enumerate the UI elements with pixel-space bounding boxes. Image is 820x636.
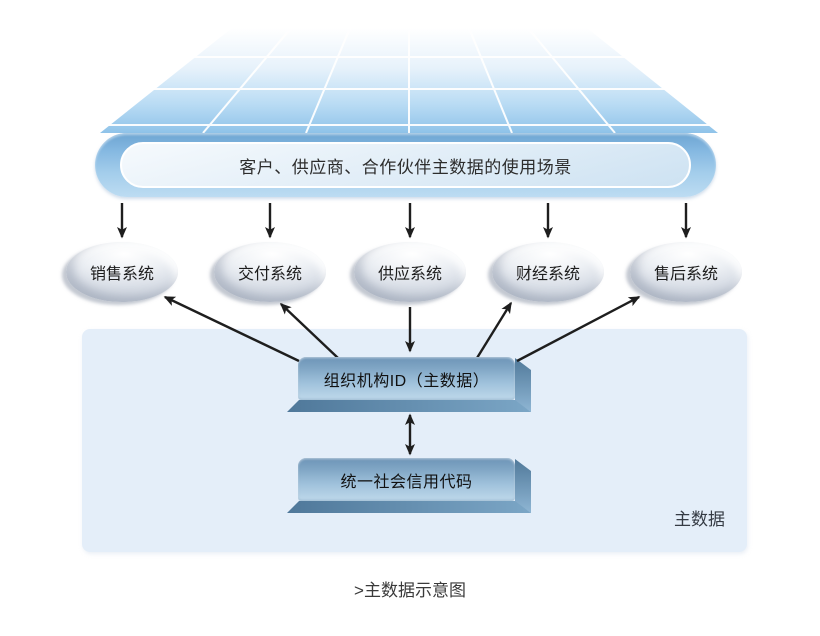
grid-lines	[104, 27, 714, 134]
system-label: 财经系统	[515, 266, 580, 283]
system-ellipse-aftersales: 售后系统	[630, 242, 742, 302]
org-id-box: 组织机构ID（主数据）	[298, 357, 515, 400]
credit-code-box: 统一社会信用代码	[298, 458, 515, 501]
credit-code-label: 统一社会信用代码	[340, 473, 473, 491]
usage-scenarios-pill-inner: 客户、供应商、合作伙伴主数据的使用场景	[120, 142, 691, 188]
system-label: 交付系统	[237, 266, 302, 283]
usage-scenarios-label: 客户、供应商、合作伙伴主数据的使用场景	[239, 157, 572, 177]
diagram-caption-text: >主数据示意图	[354, 581, 466, 600]
system-label: 售后系统	[653, 266, 718, 283]
org-id-label: 组织机构ID（主数据）	[323, 372, 490, 390]
system-ellipse-delivery: 交付系统	[214, 242, 326, 302]
system-ellipse-supply: 供应系统	[354, 242, 466, 302]
usage-scenarios-pill: 客户、供应商、合作伙伴主数据的使用场景	[95, 133, 716, 197]
system-ellipse-finance: 财经系统	[492, 242, 604, 302]
diagram-caption: >主数据示意图	[0, 576, 820, 601]
master-data-label: 主数据	[674, 510, 725, 529]
system-label: 销售系统	[89, 266, 154, 283]
system-ellipse-sales: 销售系统	[66, 242, 178, 302]
system-label: 供应系统	[377, 266, 442, 283]
grid-plane	[100, 28, 718, 133]
